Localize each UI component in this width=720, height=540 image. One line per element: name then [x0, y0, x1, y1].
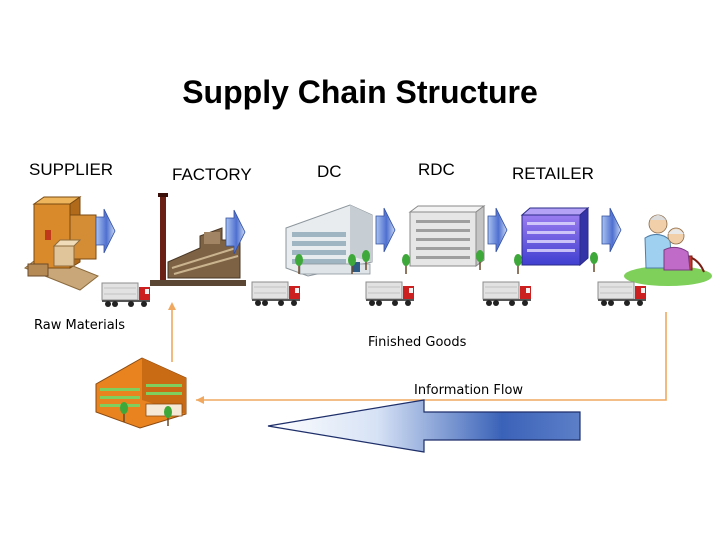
stage-label-retailer: RETAILER [512, 164, 594, 183]
information-flow-label: Information Flow [414, 383, 524, 398]
raw-materials-label: Raw Materials [34, 318, 126, 333]
stage-label-dc: DC [317, 162, 342, 181]
truck-dc [365, 281, 415, 307]
information-flow-lines [168, 302, 667, 404]
information-flow-arrow [267, 399, 581, 453]
finished-goods-label: Finished Goods [368, 335, 467, 350]
rdc-icon [401, 205, 486, 275]
retailer-store-icon [513, 206, 599, 275]
headquarters-icon [95, 357, 187, 429]
stage-label-factory: FACTORY [172, 165, 252, 184]
stage-label-supplier: SUPPLIER [29, 160, 114, 179]
stage-label-rdc: RDC [418, 160, 455, 179]
factory-icon [150, 193, 246, 286]
truck-supplier [101, 282, 151, 308]
page-title: Supply Chain Structure [182, 74, 538, 110]
customers-icon [624, 214, 712, 286]
truck-factory [251, 281, 301, 307]
supplier-icon [24, 196, 99, 291]
truck-retailer [597, 281, 647, 307]
truck-rdc [482, 281, 532, 307]
dc-icon [285, 204, 373, 277]
